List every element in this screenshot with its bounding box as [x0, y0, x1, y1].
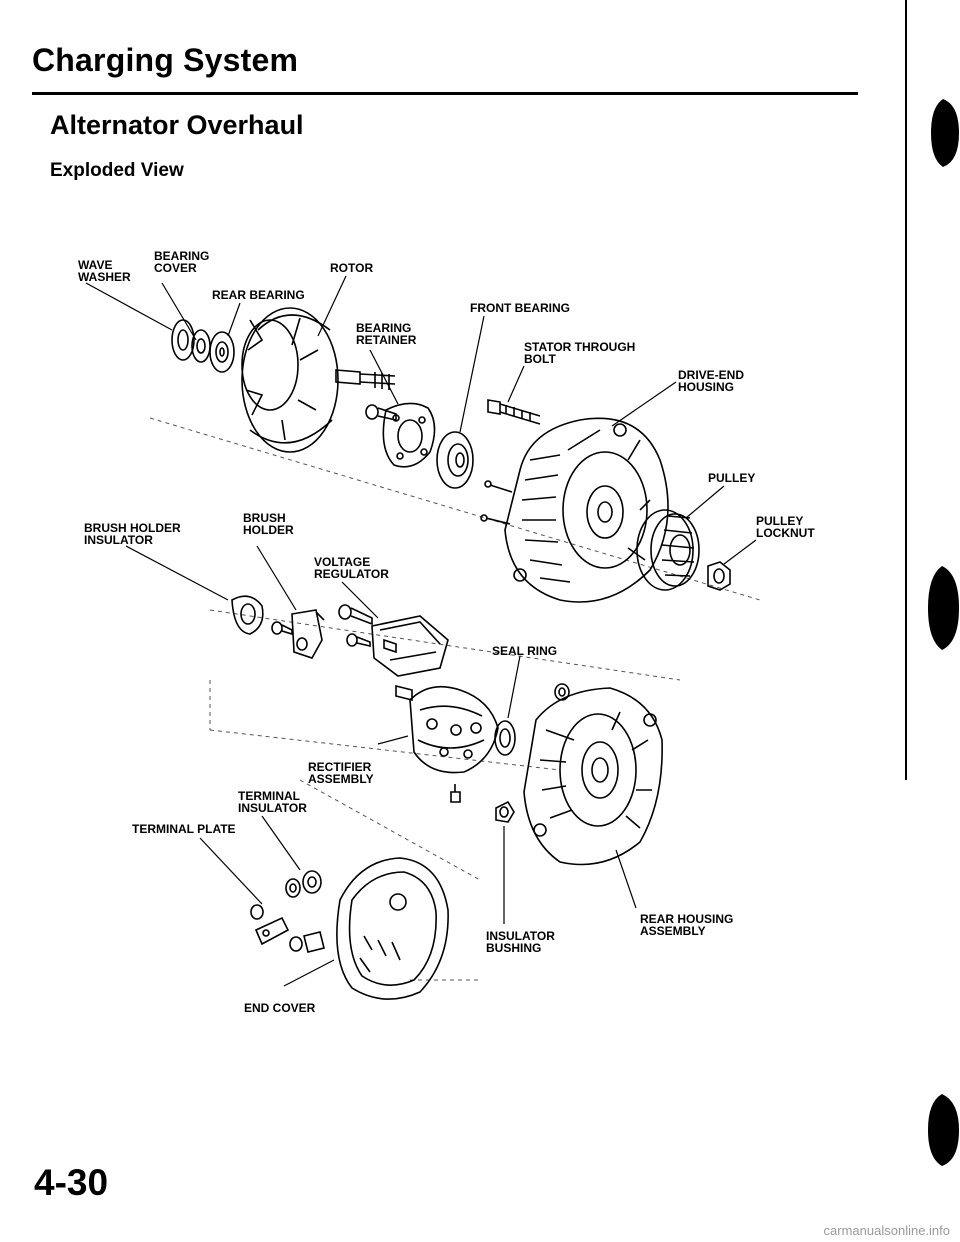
label-voltage-regulator: VOLTAGE REGULATOR — [314, 555, 389, 581]
rear-nut-part — [554, 683, 570, 701]
bearing-retainer-part — [382, 402, 436, 468]
rear-bearing-part — [209, 331, 235, 373]
label-rear-bearing: REAR BEARING — [212, 288, 305, 302]
index-tab-2 — [928, 566, 959, 650]
subsection-heading: Exploded View — [50, 160, 184, 181]
rectifier-assembly-part — [395, 684, 499, 774]
rotor-part — [241, 307, 396, 453]
label-terminal-insulator: TERMINAL INSULATOR — [238, 789, 307, 815]
label-bearing-cover: BEARING COVER — [154, 249, 210, 275]
regulator-screw-part — [338, 604, 373, 648]
seal-ring-part — [494, 720, 516, 756]
bearing-cover-part — [191, 329, 211, 363]
rear-housing-part — [523, 687, 663, 866]
label-wave-washer: WAVE WASHER — [78, 258, 131, 284]
label-rectifier-assembly: RECTIFIER ASSEMBLY — [308, 760, 374, 786]
label-terminal-plate: TERMINAL PLATE — [132, 822, 236, 836]
label-seal-ring: SEAL RING — [492, 644, 558, 658]
label-pulley: PULLEY — [708, 471, 756, 485]
binding-margin-line — [905, 0, 907, 780]
label-pulley-locknut: PULLEY LOCKNUT — [756, 514, 815, 540]
insulator-bushing-part — [495, 800, 515, 823]
label-insulator-bushing: INSULATOR BUSHING — [486, 929, 555, 955]
page-number: 4-30 — [34, 1162, 109, 1203]
label-brush-holder: BRUSH HOLDER — [243, 511, 294, 537]
label-drive-end-housing: DRIVE-END HOUSING — [678, 368, 745, 394]
index-tab-3 — [928, 1094, 959, 1166]
wave-washer-part — [171, 319, 195, 361]
brush-holder-insulator-part — [231, 595, 264, 635]
watermark-text: carmanualsonline.info — [823, 1223, 950, 1238]
front-bearing-part — [436, 431, 474, 489]
pulley-part — [636, 509, 700, 591]
terminal-insulator-part — [285, 870, 322, 898]
terminal-plate-part — [250, 904, 325, 953]
section-heading: Alternator Overhaul — [50, 110, 304, 140]
rectifier-bolt-part — [450, 784, 461, 803]
label-end-cover: END COVER — [244, 1001, 316, 1015]
pulley-locknut-part — [707, 561, 731, 591]
voltage-regulator-part — [371, 615, 449, 677]
label-front-bearing: FRONT BEARING — [470, 301, 570, 315]
label-rear-housing-assembly: REAR HOUSING ASSEMBLY — [640, 912, 734, 938]
index-tab-1 — [931, 99, 959, 167]
brush-holder-part — [291, 609, 325, 659]
end-cover-part — [336, 857, 449, 1000]
page-title: Charging System — [32, 42, 299, 78]
stator-through-bolt-part — [487, 399, 541, 425]
drive-end-housing-part — [480, 417, 669, 603]
brush-holder-screw-part — [271, 621, 293, 636]
title-rule — [32, 92, 858, 95]
label-bearing-retainer: BEARING RETAINER — [356, 321, 417, 347]
label-stator-through-bolt: STATOR THROUGH BOLT — [524, 340, 636, 366]
label-brush-holder-insulator: BRUSH HOLDER INSULATOR — [84, 521, 181, 547]
label-rotor: ROTOR — [330, 261, 374, 275]
retainer-screw-part — [365, 404, 397, 421]
